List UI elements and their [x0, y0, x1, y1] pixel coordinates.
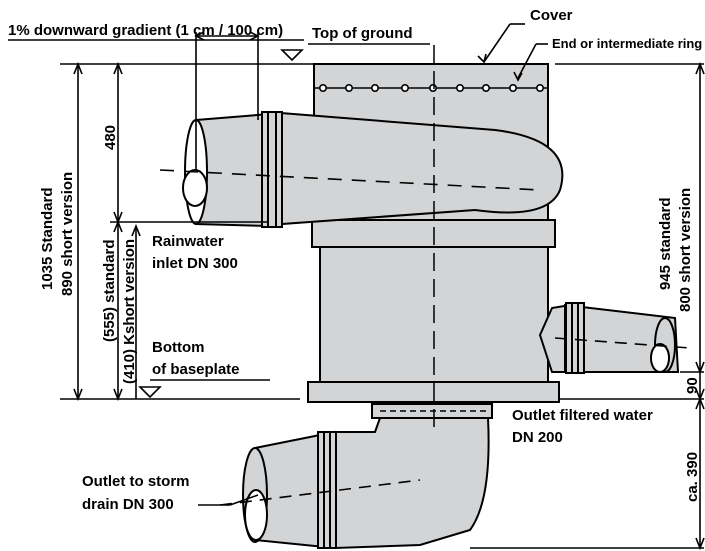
dim-480: 480	[102, 125, 119, 150]
top-of-ground-label: Top of ground	[312, 25, 413, 42]
cover-label: Cover	[530, 7, 573, 24]
storm-drain-outlet	[219, 403, 493, 550]
dim-890-short: 890 short version	[59, 172, 76, 296]
dim-390: ca. 390	[684, 452, 701, 502]
gradient-label: 1% downward gradient (1 cm / 100 cm)	[8, 22, 283, 39]
dim-800-short: 800 short version	[677, 188, 694, 312]
dim-1035-standard: 1035 Standard	[39, 187, 56, 290]
outlet-storm-label-2: drain DN 300	[82, 496, 174, 513]
dim-410-short: (410) Kshort version	[121, 239, 138, 384]
outlet-filtered-label-2: DN 200	[512, 429, 563, 446]
ring-bolts	[318, 84, 544, 93]
outlet-filtered-label-1: Outlet filtered water	[512, 407, 653, 424]
dim-555-standard: (555) standard	[101, 239, 118, 342]
rainwater-inlet-label-2: inlet DN 300	[152, 255, 238, 272]
ring-label: End or intermediate ring	[552, 36, 702, 51]
dim-90: 90	[684, 377, 701, 394]
rainwater-inlet-label-1: Rainwater	[152, 233, 224, 250]
dim-945-standard: 945 standard	[657, 197, 674, 290]
dimension-lines	[8, 23, 705, 551]
bottom-baseplate-label-2: of baseplate	[152, 361, 240, 378]
bottom-baseplate-label-1: Bottom	[152, 339, 205, 356]
diagram-labels: 1% downward gradient (1 cm / 100 cm) Top…	[8, 7, 702, 513]
ring-band	[314, 84, 548, 93]
outlet-filtered-pipe	[538, 302, 691, 374]
rainwater-inlet-pipe	[159, 110, 564, 228]
outlet-storm-label-1: Outlet to storm	[82, 473, 190, 490]
